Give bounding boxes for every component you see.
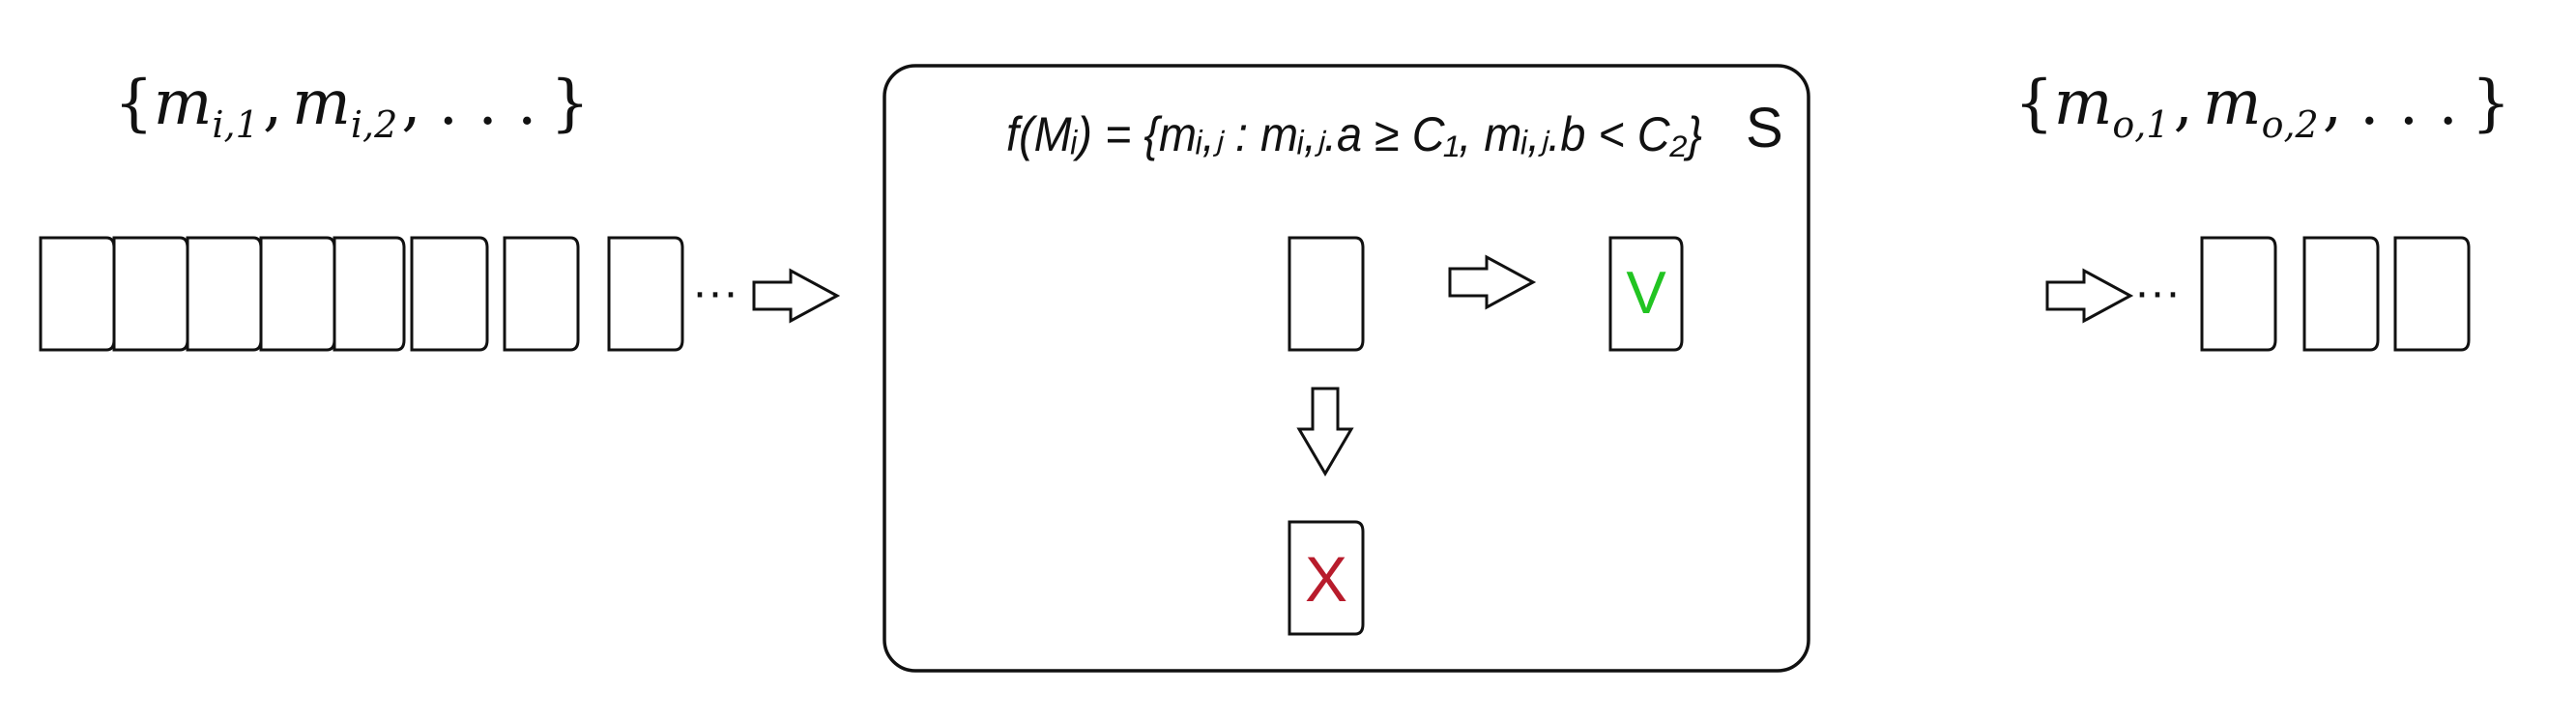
- input-m2: m: [292, 68, 351, 139]
- accept-arrow-icon: [1448, 254, 1537, 310]
- output-message-1: [2200, 236, 2277, 352]
- output-leading-dots: ···: [2134, 267, 2181, 318]
- evaluated-message: [1288, 236, 1365, 352]
- input-set-open: {: [114, 68, 154, 139]
- output-message-queue: [2200, 236, 2471, 352]
- input-arrow-icon: [752, 268, 841, 324]
- system-box: [883, 64, 1810, 673]
- input-sub2: i,2: [351, 103, 397, 146]
- input-message-7: [503, 236, 580, 352]
- input-message-1: [39, 236, 116, 352]
- output-ellipsis: . . .: [2359, 68, 2458, 139]
- input-set-label: {mi,1,mi,2,. . .}: [114, 68, 590, 146]
- output-sub1: o,1: [2112, 103, 2169, 146]
- reject-arrow-icon: [1296, 387, 1354, 476]
- input-comma2: ,: [401, 68, 420, 139]
- output-comma2: ,: [2323, 68, 2342, 139]
- output-set-close: }: [2472, 68, 2511, 139]
- input-comma1: ,: [263, 68, 282, 139]
- input-ellipsis: . . .: [439, 68, 537, 139]
- input-message-5: [333, 236, 406, 352]
- output-message-2: [2302, 236, 2380, 352]
- input-message-queue: [39, 236, 684, 352]
- output-sub2: o,2: [2262, 103, 2319, 146]
- output-m2: m: [2203, 68, 2262, 139]
- output-m1: m: [2054, 68, 2113, 139]
- input-message-3: [186, 236, 263, 352]
- input-sub1: i,1: [212, 103, 258, 146]
- output-set-open: {: [2014, 68, 2054, 139]
- input-message-6: [410, 236, 489, 352]
- accepted-mark: V: [1626, 260, 1666, 327]
- input-m1: m: [154, 68, 213, 139]
- filter-function: f(Mᵢ) = {mᵢ,ⱼ : mᵢ,ⱼ.a ≥ C₁, mᵢ,ⱼ.b < C₂…: [1006, 107, 1702, 161]
- output-message-3: [2393, 236, 2471, 352]
- input-trailing-dots: ···: [692, 267, 738, 318]
- input-message-4: [259, 236, 336, 352]
- accepted-message: [1608, 236, 1684, 352]
- system-label: S: [1746, 97, 1783, 159]
- rejected-message: [1288, 520, 1365, 636]
- output-arrow-icon: [2045, 268, 2134, 324]
- rejected-mark: X: [1305, 543, 1347, 615]
- output-set-label: {mo,1,mo,2,. . .}: [2014, 68, 2511, 146]
- output-comma1: ,: [2174, 68, 2193, 139]
- input-set-close: }: [550, 68, 590, 139]
- input-message-2: [112, 236, 189, 352]
- input-message-8: [607, 236, 684, 352]
